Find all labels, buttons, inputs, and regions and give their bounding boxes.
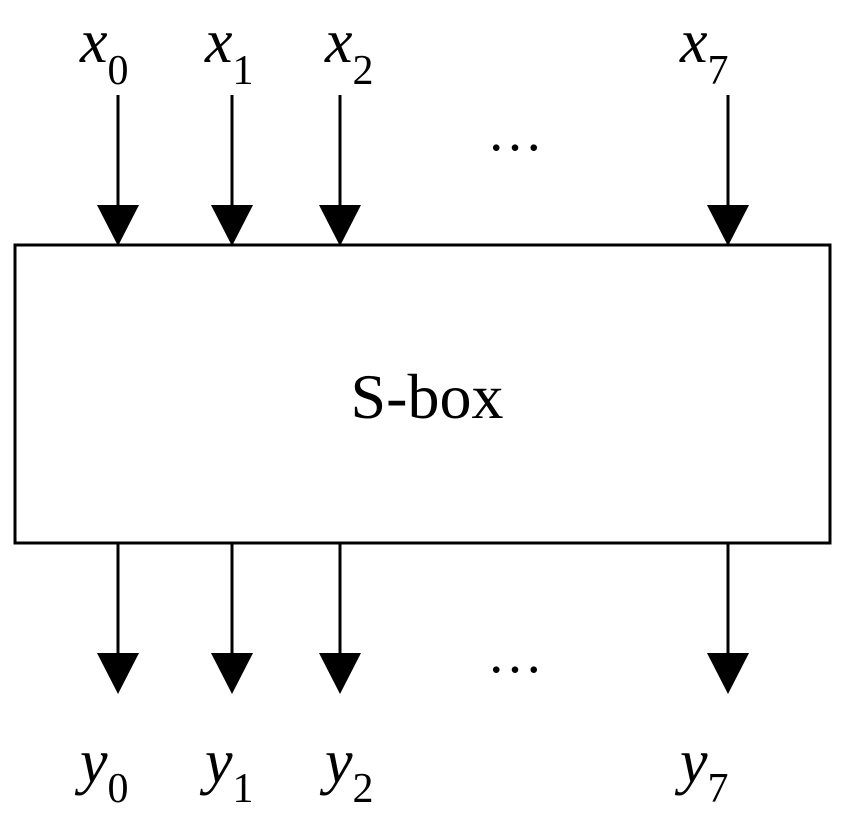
- output-subscript: 0: [108, 766, 129, 812]
- input-label-x2: x2: [324, 8, 374, 94]
- output-symbol: y: [199, 728, 233, 796]
- input-symbol: x: [79, 8, 108, 76]
- output-label-y7: y7: [674, 728, 729, 812]
- input-symbol: x: [679, 8, 708, 76]
- output-symbol: y: [74, 728, 108, 796]
- input-arrow-x7: [707, 95, 749, 246]
- input-ellipsis: …: [487, 101, 543, 163]
- output-label-y1: y1: [199, 728, 254, 812]
- output-arrow-y0: [97, 543, 139, 694]
- input-symbol: x: [204, 8, 233, 76]
- input-label-x7: x7: [679, 8, 729, 94]
- output-subscript: 2: [353, 766, 374, 812]
- input-subscript: 0: [108, 48, 129, 94]
- output-arrow-y1: [211, 543, 253, 694]
- output-label-y0: y0: [74, 728, 129, 812]
- output-subscript: 1: [233, 766, 254, 812]
- input-subscript: 1: [233, 48, 254, 94]
- output-symbol: y: [674, 728, 708, 796]
- output-ellipsis: …: [487, 623, 543, 685]
- input-arrow-x2: [319, 95, 361, 246]
- output-symbol: y: [319, 728, 353, 796]
- output-arrow-y7: [707, 543, 749, 694]
- input-symbol: x: [324, 8, 353, 76]
- input-arrow-x0: [97, 95, 139, 246]
- input-arrow-x1: [211, 95, 253, 246]
- input-label-x0: x0: [79, 8, 129, 94]
- sbox-label: S-box: [351, 361, 504, 432]
- output-subscript: 7: [708, 766, 729, 812]
- input-subscript: 2: [353, 48, 374, 94]
- sbox-block: [13, 243, 832, 545]
- output-label-y2: y2: [319, 728, 374, 812]
- input-subscript: 7: [708, 48, 729, 94]
- output-arrow-y2: [319, 543, 361, 694]
- input-label-x1: x1: [204, 8, 254, 94]
